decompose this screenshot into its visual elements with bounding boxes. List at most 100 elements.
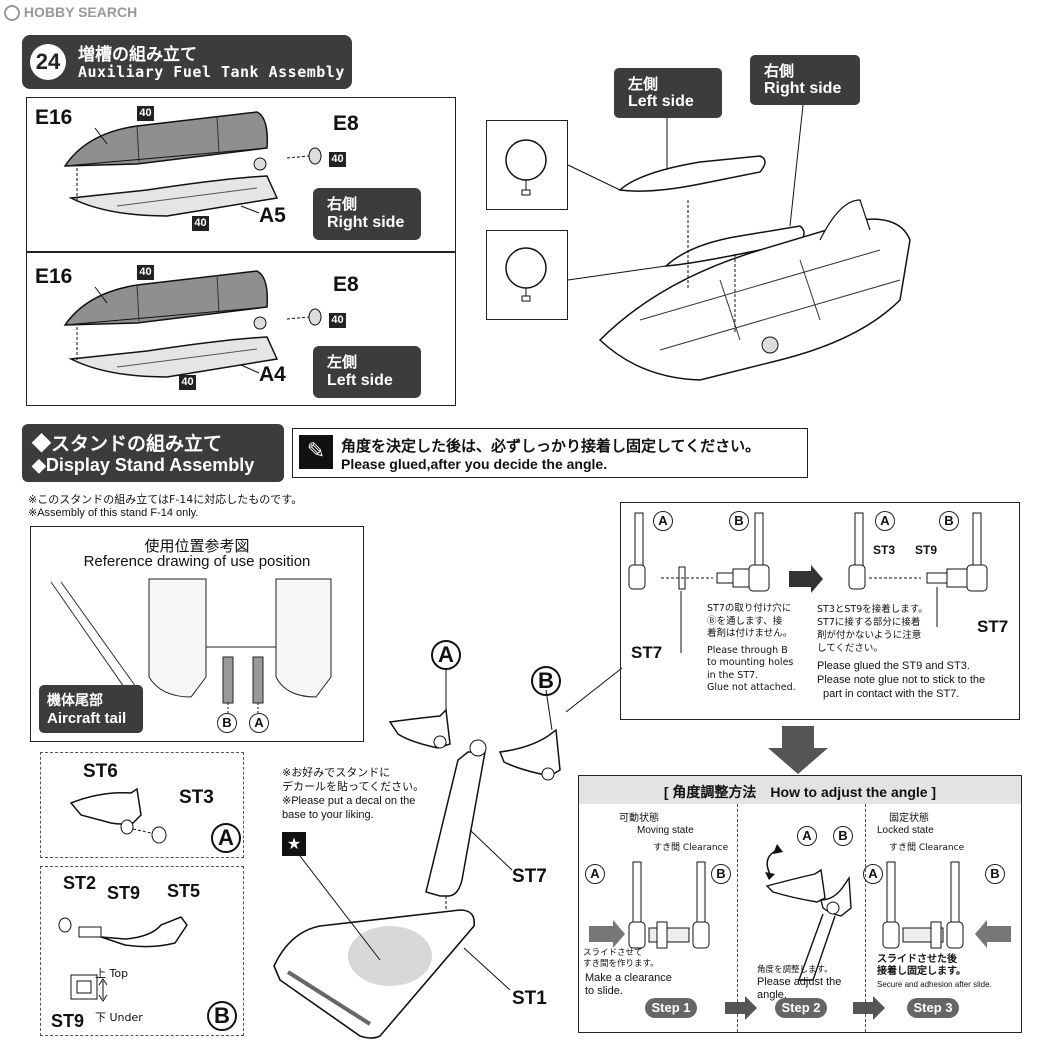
tank-detail-box-2 (486, 230, 568, 320)
detail-drawing (628, 512, 988, 653)
reference-drawing-box: 使用位置参考図 Reference drawing of use positio… (30, 526, 364, 742)
decal-note-jp-1: ※お好みでスタンドに (282, 766, 391, 779)
side-label-en: Left side (327, 372, 393, 389)
step3-note-en: Secure and adhesion after slide. (877, 980, 992, 989)
section-title-jp: 増槽の組み立て (78, 45, 197, 65)
part-a4: A4 (259, 363, 286, 386)
note-line: Please through B (707, 644, 788, 656)
left-tank-panel: E16 E8 A4 40 40 40 左側 Left side (26, 252, 456, 406)
detail-marker-b: B (729, 511, 749, 531)
star-decal-icon: ★ (282, 832, 306, 856)
tank-upper-half-drawing (63, 111, 322, 217)
stand-header: ◆スタンドの組み立て ◆Display Stand Assembly (22, 424, 284, 482)
paint-code-badge: 40 (137, 265, 154, 280)
orientation-top: 上 Top (95, 967, 129, 980)
marker-a-large: A (211, 823, 241, 853)
note-line: ST7に接する部分に接着 (817, 617, 921, 628)
detail-assembly-box: A B A B ST3 ST9 ST7 ST7 ST7の取り付け穴に Ⓑを通しま… (620, 502, 1020, 720)
aircraft-tail-jp: 機体尾部 (47, 692, 103, 708)
aircraft-tail-en: Aircraft tail (47, 710, 127, 727)
detail-st9: ST9 (915, 543, 938, 557)
note-line: Make a clearance (585, 972, 672, 984)
note-line: 剤が付かないように注意 (817, 630, 922, 641)
detail-marker-a: A (653, 511, 673, 531)
paint-code-badge: 40 (329, 152, 346, 167)
detail-marker-a: A (875, 511, 895, 531)
marker-b-large: B (207, 1001, 237, 1031)
section-24-header: 24 増槽の組み立て Auxiliary Fuel Tank Assembly (22, 35, 352, 89)
step1-note-en: Make a clearance to slide. (585, 972, 672, 998)
step1-gap: すき間 Clearance (653, 843, 729, 853)
note-line: Please note glue not to stick to the (817, 674, 986, 686)
part-e8: E8 (333, 112, 359, 135)
step3-marker-a: A (863, 864, 883, 884)
sub-a-drawing (69, 787, 167, 844)
step3-marker-b: B (985, 864, 1005, 884)
step1-note: スライドさせて すき間を作ります。 (583, 948, 659, 970)
sub-assembly-b-box: ST2 ST9 ST5 上 Top 下 Under ST9 B (40, 866, 244, 1036)
part-st3: ST3 (179, 787, 214, 808)
note-line: Please glued the ST9 and ST3. (817, 660, 970, 672)
f14-note-en: ※Assembly of this stand F-14 only. (28, 507, 199, 519)
note-line: Glue not attached. (707, 682, 796, 693)
step1-marker-b: B (711, 864, 731, 884)
step-number-badge: 24 (30, 44, 66, 80)
step3-gap: すき間 Clearance (889, 843, 965, 853)
step3-state-jp: 固定状態 (889, 813, 929, 824)
part-st9: ST9 (107, 883, 141, 903)
step1-state-jp: 可動状態 (619, 813, 659, 824)
detail-st7-right: ST7 (977, 617, 1009, 636)
step2-drawing (765, 844, 852, 981)
glue-icon: ✎ (299, 435, 333, 469)
stand-title-jp: ◆スタンドの組み立て (32, 434, 223, 455)
f14-note-jp: ※このスタンドの組み立てはF-14に対応したものです。 (28, 493, 303, 506)
step1-marker-a: A (585, 864, 605, 884)
part-st1: ST1 (512, 988, 547, 1009)
watermark: HOBBY SEARCH (4, 4, 137, 22)
aircraft-label-left-jp: 左側 (628, 76, 659, 93)
marker-b: B (217, 713, 237, 733)
detail-marker-b: B (939, 511, 959, 531)
right-tank-panel: E16 E8 A5 40 40 40 右側 Right side (26, 97, 456, 252)
reference-title-en: Reference drawing of use position (83, 553, 311, 570)
part-e8: E8 (333, 273, 359, 296)
note-line: してください。 (817, 643, 883, 654)
divider (865, 804, 866, 1032)
note-line: part in contact with the ST7. (823, 688, 960, 700)
aircraft-tail-label: 機体尾部 Aircraft tail (39, 685, 143, 733)
detail-st7-left: ST7 (631, 643, 663, 662)
main-marker-b: B (531, 666, 561, 696)
step1-state-en: Moving state (637, 825, 694, 836)
angle-title: [ 角度調整方法 How to adjust the angle ] (663, 784, 937, 800)
side-label-jp: 右側 (327, 196, 358, 213)
step2-note-jp: 角度を調整します。 (757, 965, 833, 975)
marker-a: A (249, 713, 269, 733)
paint-code-badge: 40 (329, 313, 346, 328)
decal-note: ※お好みでスタンドに デカールを貼ってください。 ※Please put a d… (282, 766, 424, 822)
side-label-left: 左側 Left side (313, 346, 421, 398)
note-line: in the ST7. (707, 669, 759, 681)
note-line: ST7の取り付け穴に (707, 603, 792, 614)
step3-note: スライドさせた後 接着し固定します。 (877, 954, 966, 978)
sub-assembly-a-box: ST6 ST3 A (40, 752, 244, 858)
step3-drawing (882, 861, 1011, 949)
glue-note-en: Please glued,after you decide the angle. (341, 456, 608, 472)
tank-detail-box-1 (486, 120, 568, 210)
main-marker-a: A (431, 640, 461, 670)
note-line: スライドさせた後 (877, 954, 957, 965)
reference-title-jp: 使用位置参考図 (144, 537, 250, 555)
paint-code-badge: 40 (179, 375, 196, 390)
step2-note-en: Please adjust the angle. (757, 976, 841, 1002)
aircraft-label-left: 左側 Left side (614, 68, 722, 118)
detail-st3: ST3 (873, 543, 896, 557)
tank-lower-half-drawing (63, 270, 322, 378)
aircraft-label-left-en: Left side (628, 93, 694, 110)
stand-title-en: ◆Display Stand Assembly (32, 455, 255, 475)
decal-note-en-1: ※Please put a decal on the (282, 795, 416, 807)
paint-code-badge: 40 (192, 216, 209, 231)
side-label-right: 右側 Right side (313, 188, 421, 240)
note-line: to slide. (585, 985, 623, 997)
part-st2: ST2 (63, 873, 97, 893)
orientation-under: 下 Under (95, 1011, 143, 1024)
